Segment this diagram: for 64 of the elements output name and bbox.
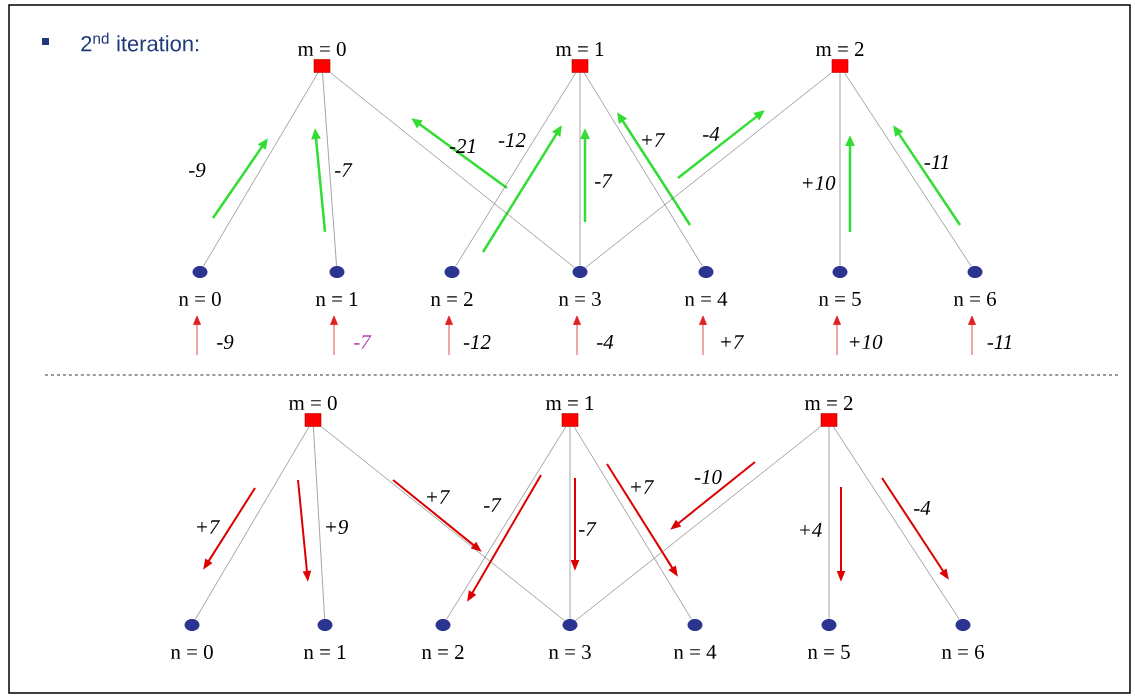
- node-label: m = 1: [545, 396, 594, 410]
- message-value: +10: [802, 175, 836, 191]
- message-value: +4: [800, 523, 822, 537]
- connector-line: [195, 426, 310, 620]
- message-value: +9: [326, 519, 348, 534]
- node-label: m = 0: [288, 395, 337, 411]
- connector-line: [573, 426, 692, 620]
- connector-line: [839, 72, 841, 267]
- message-value: -11: [924, 155, 948, 169]
- connector-line: [585, 72, 832, 268]
- message-value: +10: [849, 334, 883, 350]
- connector-line: [455, 72, 577, 267]
- node-label: m = 0: [297, 41, 346, 57]
- node-label: m = 2: [804, 396, 853, 410]
- message-value: -10: [694, 469, 722, 485]
- message-value: -7: [595, 174, 613, 188]
- node-label: n = 4: [684, 292, 728, 306]
- connector-line: [579, 72, 581, 267]
- connector-line: [833, 426, 960, 620]
- connector-line: [313, 426, 325, 620]
- node-label: n = 3: [558, 291, 601, 306]
- node-label: n = 5: [818, 292, 861, 306]
- message-value: -9: [189, 162, 206, 177]
- connector-line: [569, 426, 571, 620]
- message-value: -4: [597, 335, 614, 349]
- title: 2$^{nd}$ iteration:: [81, 32, 199, 52]
- message-value: -12: [463, 335, 491, 349]
- connector-line: [583, 72, 703, 267]
- message-value: +7: [197, 520, 220, 534]
- message-value: -7: [484, 498, 502, 512]
- node-label: n = 5: [807, 645, 850, 659]
- message-value: +7: [427, 490, 450, 504]
- node-label: n = 4: [673, 645, 717, 659]
- message-value: -4: [703, 127, 720, 141]
- message-value: -7: [335, 163, 353, 177]
- message-value: -7: [579, 522, 597, 536]
- connector-line: [322, 72, 337, 267]
- connector-line: [321, 426, 565, 621]
- message-value: -7: [354, 335, 372, 349]
- connector-line: [330, 72, 575, 268]
- message-value: +7: [721, 335, 744, 349]
- node-label: n = 1: [315, 292, 358, 306]
- node-label: m = 1: [555, 42, 604, 56]
- message-value: +7: [642, 133, 665, 147]
- connector-line: [203, 72, 319, 267]
- node-label: m = 2: [815, 42, 864, 56]
- node-label: n = 6: [941, 644, 984, 659]
- node-label: n = 1: [303, 645, 346, 659]
- message-value: -21: [449, 139, 475, 153]
- connector-line: [828, 426, 830, 620]
- connector-line: [446, 426, 567, 620]
- node-label: n = 6: [953, 291, 996, 306]
- message-value: -9: [217, 334, 234, 349]
- message-value: -4: [914, 501, 931, 515]
- node-label: n = 3: [548, 644, 591, 659]
- message-value: -11: [987, 335, 1011, 349]
- node-label: n = 2: [430, 292, 473, 306]
- message-value: +7: [631, 480, 654, 494]
- node-label: n = 2: [421, 645, 464, 659]
- connector-line: [844, 72, 972, 267]
- connector-line: [575, 426, 821, 621]
- node-label: n = 0: [170, 644, 213, 660]
- message-value: -12: [498, 133, 526, 147]
- node-label: n = 0: [178, 291, 221, 307]
